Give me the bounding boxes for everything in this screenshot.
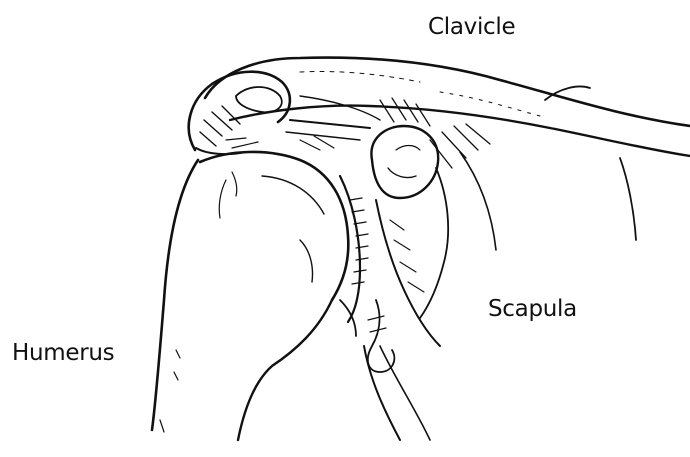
scapula-label: Scapula [488, 296, 577, 322]
clavicle-label: Clavicle [428, 14, 515, 40]
joint-capsule [340, 176, 368, 336]
coracoid-process [371, 126, 438, 198]
humerus-bone [152, 152, 348, 440]
ligaments [286, 96, 430, 150]
humerus-label: Humerus [12, 340, 114, 366]
acromion [189, 72, 290, 154]
scapula-bone [364, 124, 496, 440]
